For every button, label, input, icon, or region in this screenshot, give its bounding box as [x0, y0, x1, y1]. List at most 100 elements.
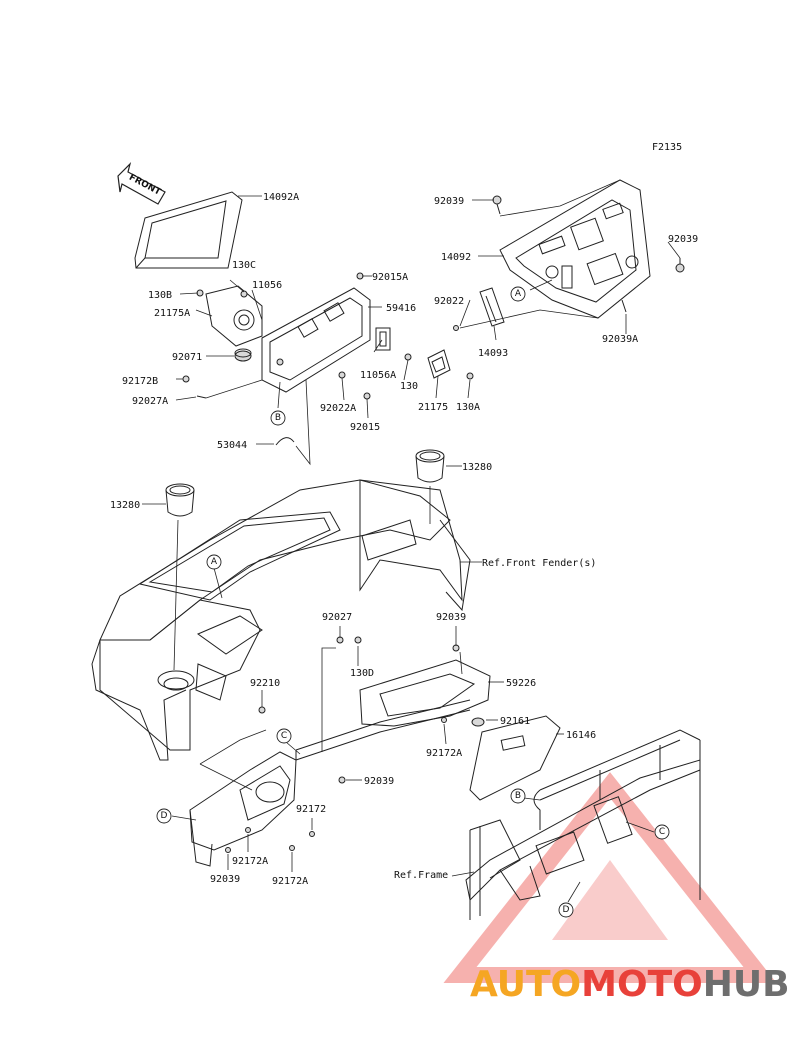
cup-holder-13280-left	[165, 483, 195, 517]
frame-assembly	[465, 729, 701, 920]
svg-text:D: D	[161, 811, 168, 821]
callout-a-dash: A	[206, 554, 222, 570]
bracket-21175	[404, 349, 474, 380]
label-53044: 53044	[217, 440, 247, 451]
label-21175: 21175	[418, 402, 448, 413]
label-130A: 130A	[456, 402, 480, 413]
screw-92172A-mid	[441, 717, 447, 723]
label-92039-top: 92039	[434, 196, 464, 207]
label-ref-front-fender: Ref.Front Fender(s)	[482, 558, 596, 569]
label-92039-mid: 92039	[436, 612, 466, 623]
panel-59226	[359, 659, 491, 727]
cup-holder-13280-right	[415, 449, 445, 483]
leaders-dashboard	[142, 465, 482, 671]
leaders-upper-left	[175, 275, 471, 466]
meter-cover-14092A	[134, 191, 243, 269]
label-92039-lower: 92039	[364, 776, 394, 787]
panel-lower-left	[189, 751, 297, 867]
screw-92022A	[338, 371, 346, 379]
label-92172A-bottom: 92172A	[272, 876, 308, 887]
screw-92172	[309, 831, 315, 837]
callout-d-left: D	[156, 808, 172, 824]
label-92022A: 92022A	[320, 403, 356, 414]
svg-text:C: C	[281, 731, 287, 741]
label-13280-left: 13280	[110, 500, 140, 511]
svg-text:B: B	[515, 791, 521, 801]
label-92027A: 92027A	[132, 396, 168, 407]
svg-text:C: C	[659, 827, 665, 837]
screw-92039A	[621, 299, 627, 313]
label-92161: 92161	[500, 716, 530, 727]
label-92039-bottom: 92039	[210, 874, 240, 885]
screw-92172A-bottom	[289, 845, 295, 851]
label-59226: 59226	[506, 678, 536, 689]
screw-92172A-left	[245, 827, 251, 833]
callout-d-frame: D	[558, 902, 574, 918]
screw-92027A	[196, 395, 207, 399]
label-ref-frame: Ref.Frame	[394, 870, 448, 881]
callout-c-frame: C	[654, 824, 670, 840]
watermark-part-moto: MOTO	[581, 964, 703, 1005]
label-92039A: 92039A	[602, 334, 638, 345]
cover-16146	[469, 715, 561, 801]
hose-53044	[275, 437, 295, 446]
callout-b-upper: B	[270, 410, 286, 426]
label-92027: 92027	[322, 612, 352, 623]
screw-92172B	[182, 375, 190, 383]
callout-a-upper: A	[510, 286, 526, 302]
clip-92039-top	[492, 195, 502, 215]
screw-92022	[453, 325, 459, 331]
label-16146: 16146	[566, 730, 596, 741]
label-13280-right: 13280	[462, 462, 492, 473]
screw-92210	[258, 706, 266, 714]
label-11056A: 11056A	[360, 370, 396, 381]
clip-92039-bottom	[225, 847, 231, 853]
screw-92015	[363, 392, 371, 400]
screw-130D	[354, 636, 362, 644]
front-arrow-icon: FRONT	[117, 162, 166, 205]
watermark-logo	[443, 772, 777, 983]
clip-92039-lower	[338, 776, 346, 784]
bracket-21175A	[196, 285, 263, 347]
label-92015A: 92015A	[372, 272, 408, 283]
label-130: 130	[400, 381, 418, 392]
label-92172: 92172	[296, 804, 326, 815]
label-92022: 92022	[434, 296, 464, 307]
label-59416: 59416	[386, 303, 416, 314]
label-92015: 92015	[350, 422, 380, 433]
meter-panel-14092	[499, 179, 651, 319]
label-92210: 92210	[250, 678, 280, 689]
label-130D: 130D	[350, 668, 374, 679]
callout-b-frame: B	[510, 788, 526, 804]
label-21175A: 21175A	[154, 308, 190, 319]
label-92172B: 92172B	[122, 376, 158, 387]
svg-text:A: A	[211, 557, 218, 567]
label-92172A-mid: 92172A	[426, 748, 462, 759]
label-14093: 14093	[478, 348, 508, 359]
leaders-frame	[451, 797, 655, 903]
label-14092: 14092	[441, 252, 471, 263]
svg-text:B: B	[275, 413, 281, 423]
label-92071: 92071	[172, 352, 202, 363]
label-92039-right: 92039	[668, 234, 698, 245]
clip-11056A	[375, 327, 391, 351]
reflector-14093	[479, 287, 505, 327]
leaders-upper-right	[459, 179, 681, 341]
watermark-part-auto: AUTO	[470, 964, 581, 1005]
clip-92039-right	[675, 258, 685, 273]
grommet-92161	[471, 717, 485, 727]
figure-code: F2135	[652, 142, 682, 153]
leaders-lower-mid	[171, 626, 564, 872]
watermark-text: AUTOMOTOHUB	[470, 964, 790, 1005]
label-130B: 130B	[148, 290, 172, 301]
label-11056: 11056	[252, 280, 282, 291]
dashboard-main	[91, 479, 471, 761]
svg-text:A: A	[515, 289, 522, 299]
callout-c-mid: C	[276, 728, 292, 744]
grommet-92071	[234, 348, 252, 362]
watermark-part-hub: HUB	[703, 964, 790, 1005]
label-92172A-left: 92172A	[232, 856, 268, 867]
svg-text:D: D	[563, 905, 570, 915]
label-14092A: 14092A	[263, 192, 299, 203]
